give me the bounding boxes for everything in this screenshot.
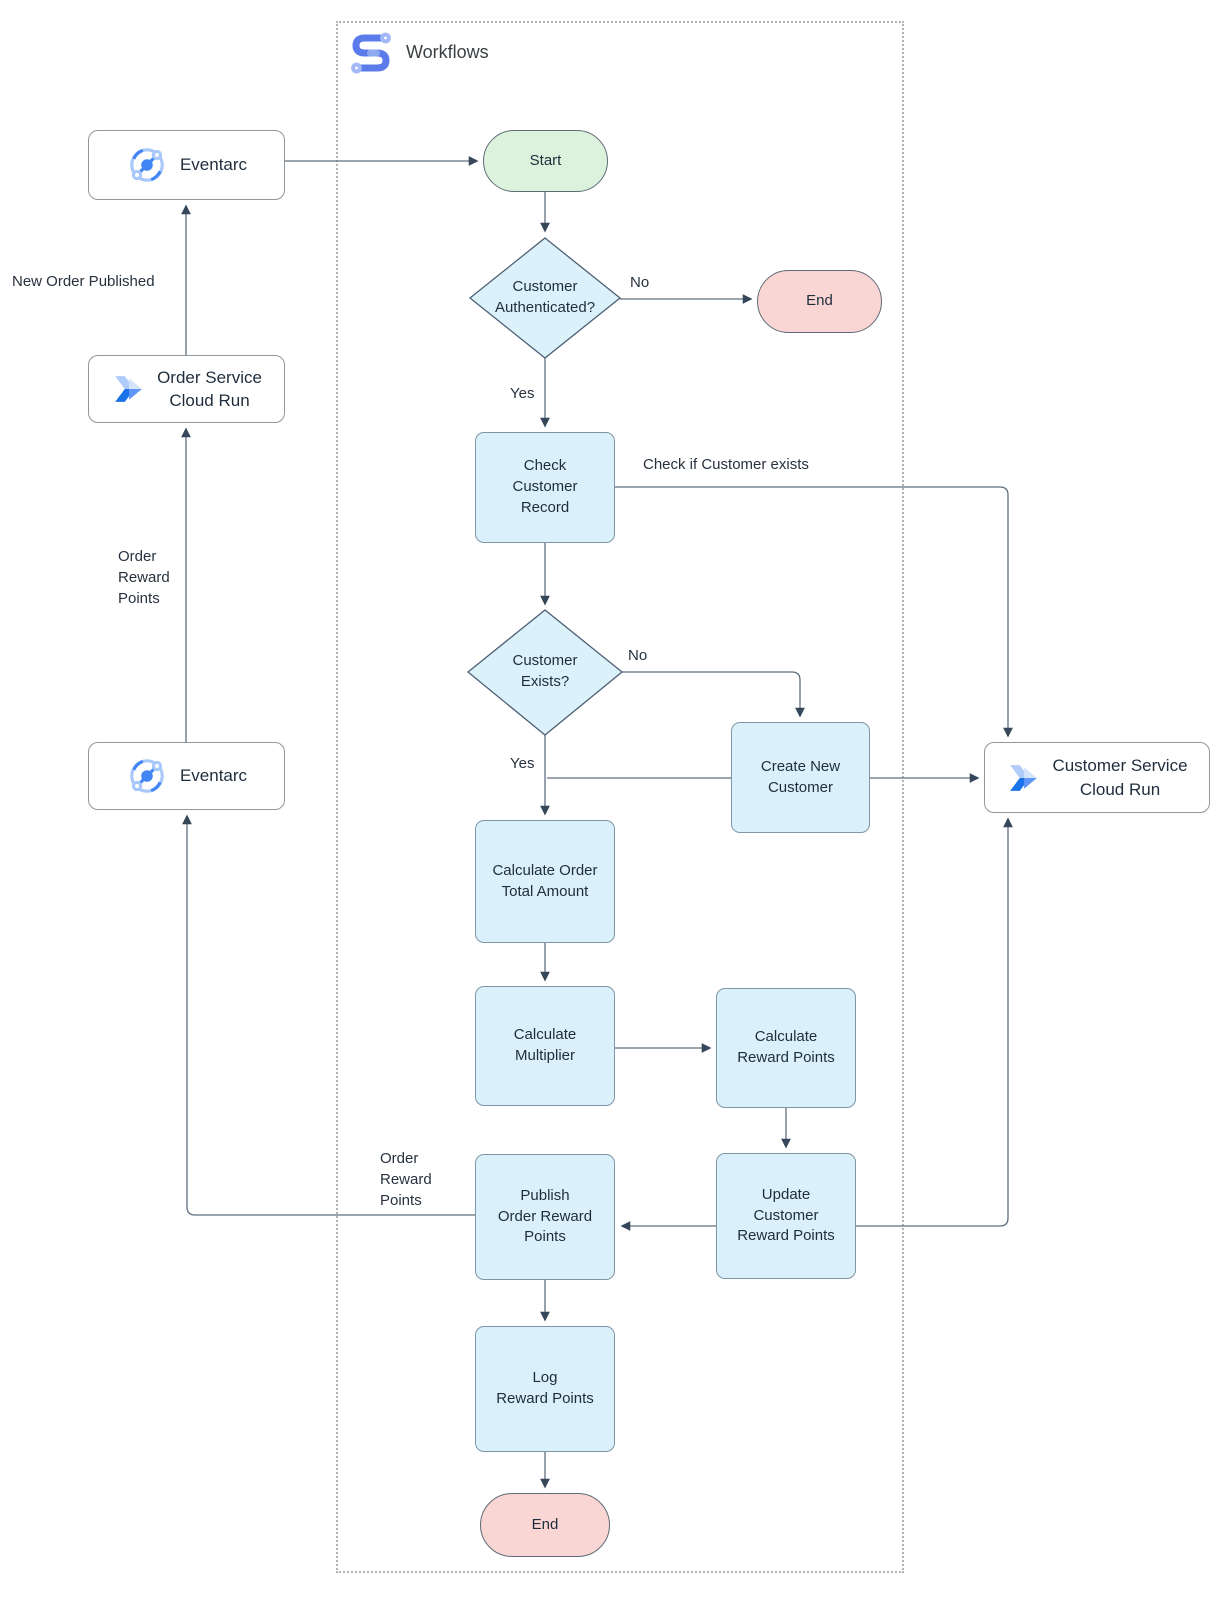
eventarc-icon xyxy=(126,755,168,797)
node-order-service-label: Order Service Cloud Run xyxy=(157,367,262,410)
workflows-group-border xyxy=(336,21,904,1573)
node-calculate-order-total: Calculate Order Total Amount xyxy=(475,820,615,943)
node-end-top-label: End xyxy=(806,292,833,310)
edge-label-check-if-customer-exists: Check if Customer exists xyxy=(643,456,809,473)
edge-label-yes-top: Yes xyxy=(510,385,535,402)
workflows-group-header: Workflows xyxy=(348,30,489,74)
edge-label-new-order-published: New Order Published xyxy=(12,273,155,290)
node-publish-order-reward-points: Publish Order Reward Points xyxy=(475,1154,615,1280)
node-calculate-reward-points: Calculate Reward Points xyxy=(716,988,856,1108)
node-end-bottom: End xyxy=(480,1493,610,1557)
node-update-customer-reward-points-label: Update Customer Reward Points xyxy=(737,1185,835,1245)
node-start: Start xyxy=(483,130,608,192)
node-calculate-reward-points-label: Calculate Reward Points xyxy=(737,1028,835,1066)
node-create-new-customer-label: Create New Customer xyxy=(760,757,841,796)
node-eventarc-bottom: Eventarc xyxy=(88,742,285,810)
node-eventarc-top-label: Eventarc xyxy=(179,155,248,175)
node-log-reward-points: Log Reward Points xyxy=(475,1326,615,1452)
edge-label-no-mid: No xyxy=(628,647,648,664)
node-customer-authenticated-label: Customer Authenticated? xyxy=(494,278,596,316)
node-calculate-multiplier: Calculate Multiplier xyxy=(475,986,615,1106)
node-check-customer-record: Check Customer Record xyxy=(475,432,615,543)
edge-label-no-top: No xyxy=(630,274,650,291)
cloud-run-icon xyxy=(111,374,145,404)
node-eventarc-bottom-label: Eventarc xyxy=(179,766,248,786)
edge-label-order-reward-points-publish: Order Reward Points xyxy=(380,1150,432,1209)
node-calculate-multiplier-label: Calculate Multiplier xyxy=(513,1026,577,1064)
node-create-new-customer: Create New Customer xyxy=(731,722,870,833)
node-calculate-order-total-label: Calculate Order Total Amount xyxy=(492,861,598,900)
node-publish-order-reward-points-label: Publish Order Reward Points xyxy=(497,1186,593,1246)
node-update-customer-reward-points: Update Customer Reward Points xyxy=(716,1153,856,1279)
node-order-service-cloud-run: Order Service Cloud Run xyxy=(88,355,285,423)
node-check-customer-record-label: Check Customer Record xyxy=(512,457,578,516)
edge-label-order-reward-points-left: Order Reward Points xyxy=(118,548,170,607)
eventarc-icon xyxy=(126,144,168,186)
node-end-bottom-label: End xyxy=(531,1515,559,1533)
node-customer-service-label: Customer Service Cloud Run xyxy=(1052,756,1188,799)
node-customer-service-cloud-run: Customer Service Cloud Run xyxy=(984,742,1210,813)
node-customer-exists-label: Customer Exists? xyxy=(512,652,578,690)
node-end-top: End xyxy=(757,270,882,333)
workflows-group-title: Workflows xyxy=(406,41,489,62)
edge-label-yes-mid: Yes xyxy=(510,755,535,772)
cloud-run-icon xyxy=(1006,763,1040,793)
workflows-icon xyxy=(348,30,394,74)
node-log-reward-points-label: Log Reward Points xyxy=(496,1369,594,1407)
node-eventarc-top: Eventarc xyxy=(88,130,285,200)
node-start-label: Start xyxy=(529,151,562,169)
